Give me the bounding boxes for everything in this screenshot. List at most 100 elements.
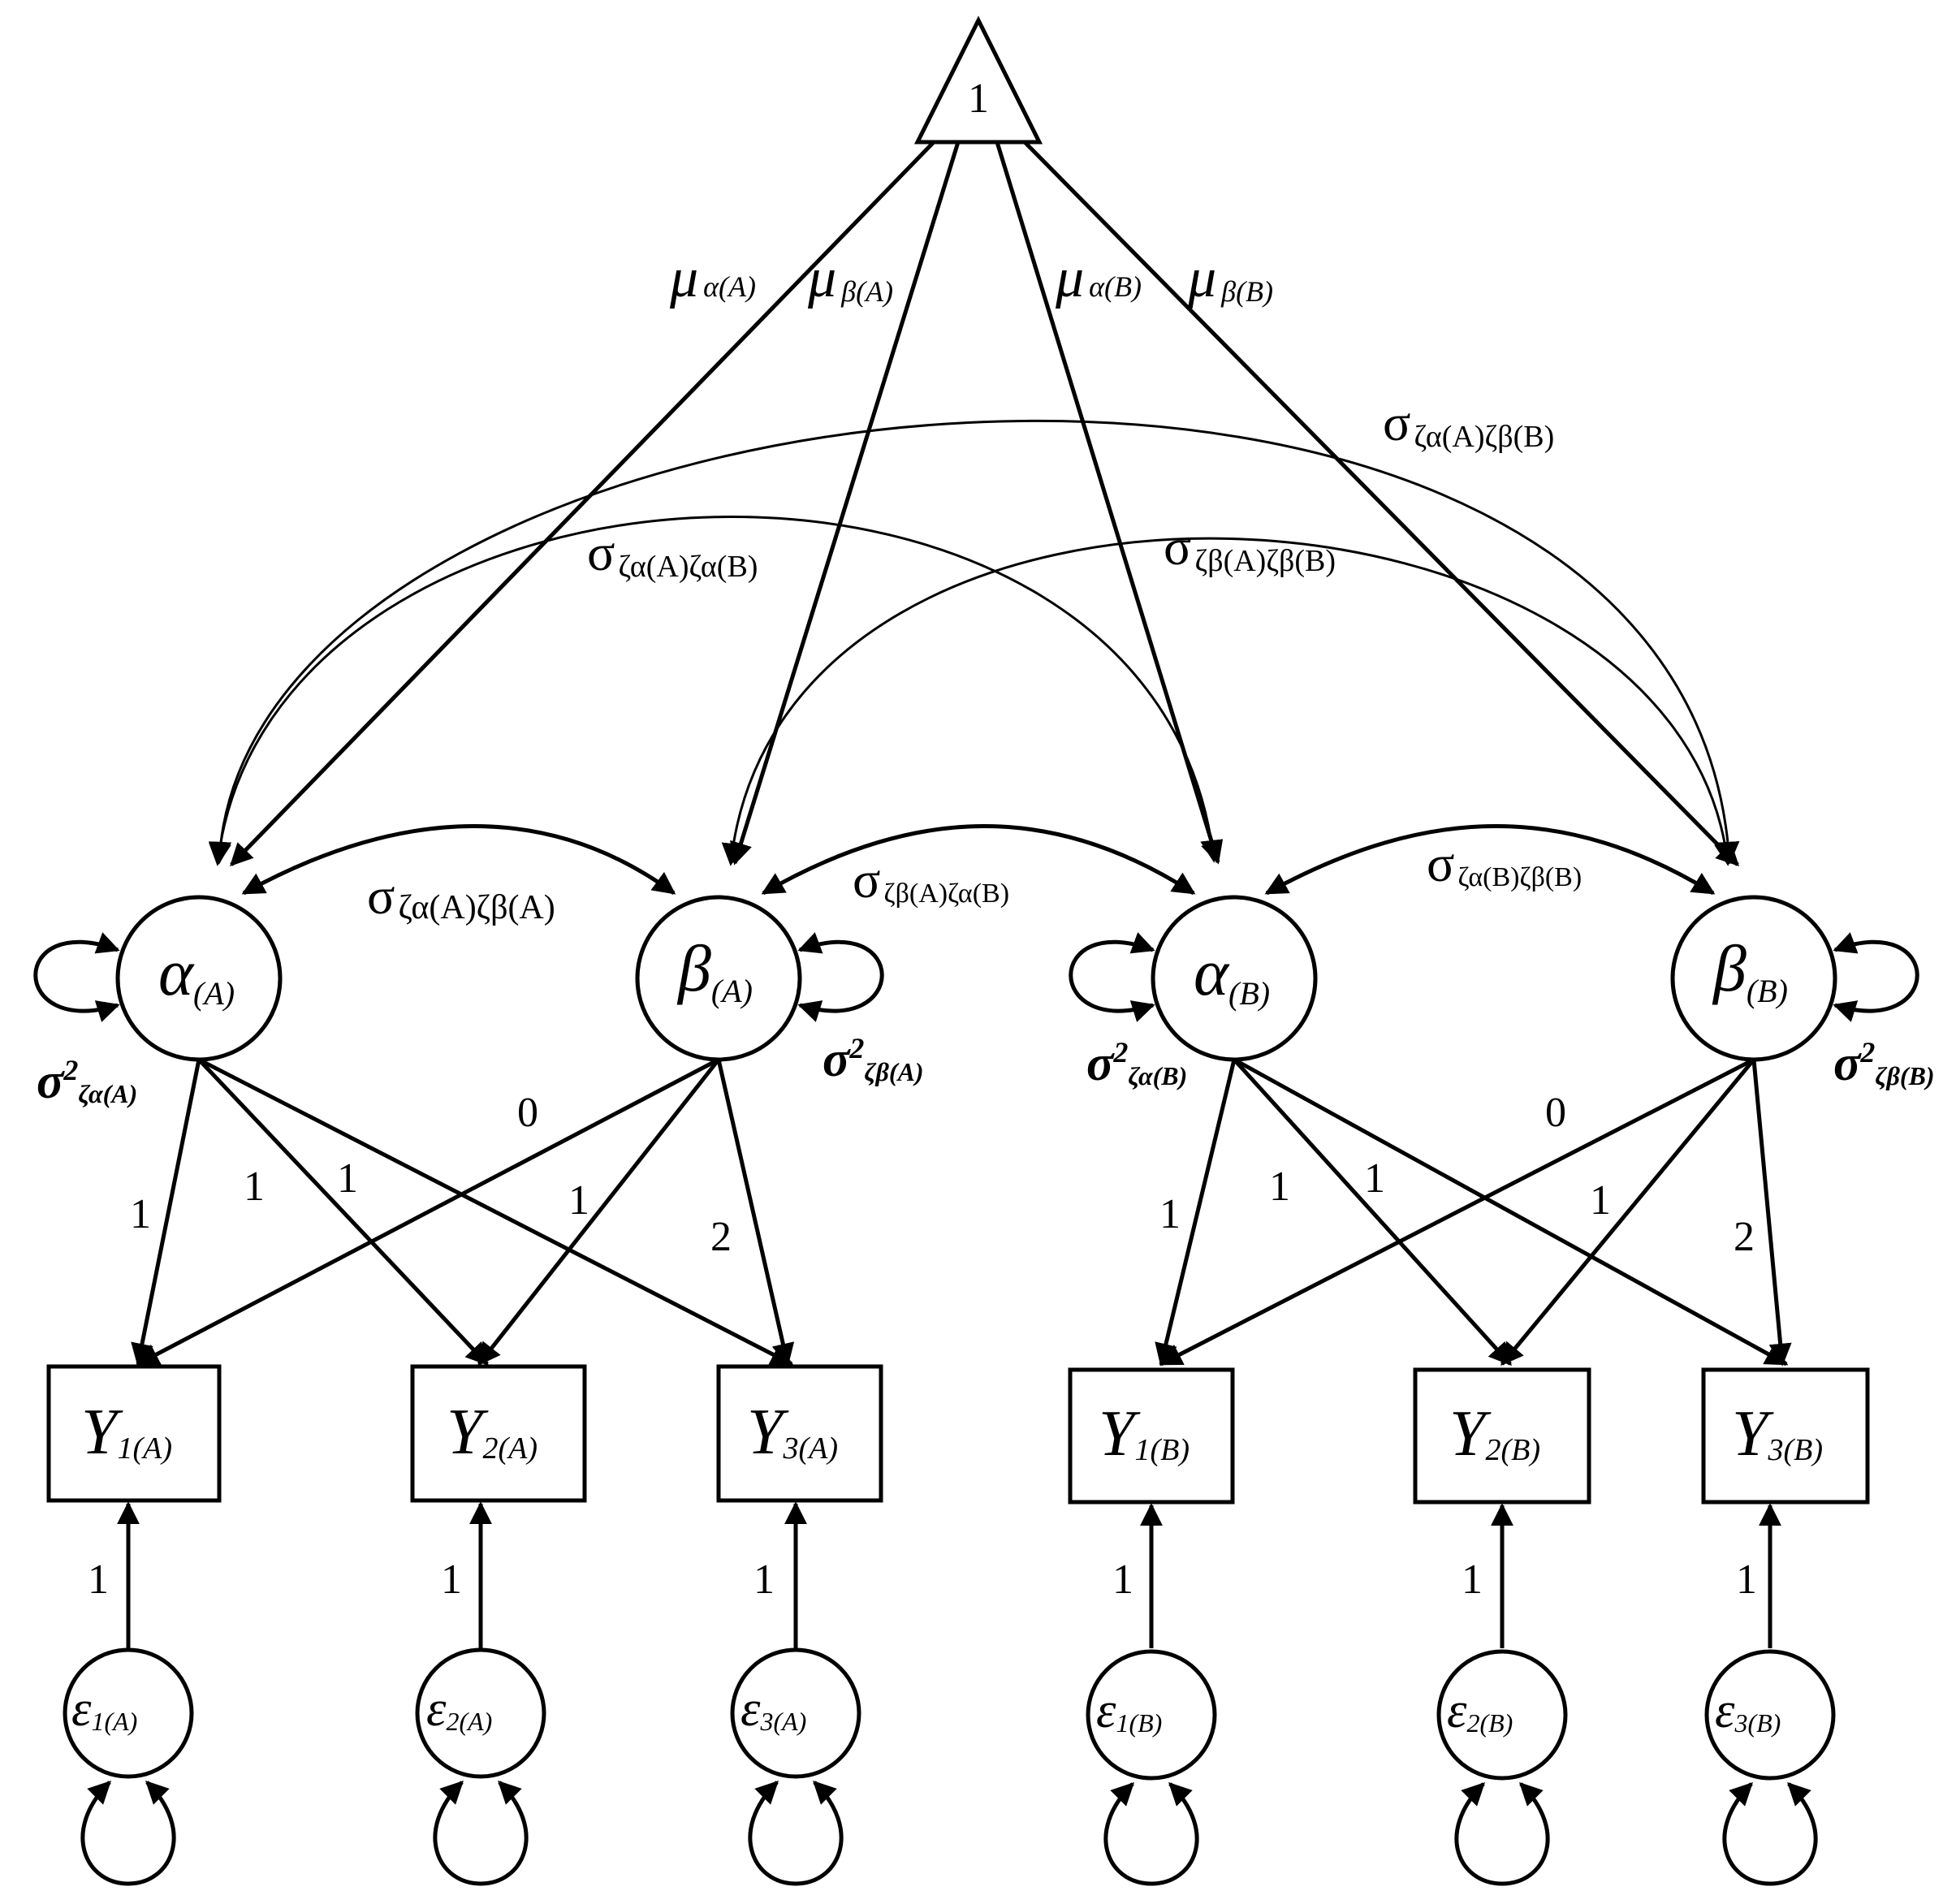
error-circle-e3b — [1704, 1649, 1836, 1781]
loading-beta-b-y1 — [1159, 1057, 1755, 1366]
observed-label-y3a: Y3(A) — [747, 1397, 838, 1468]
loading-paths-a — [131, 1057, 795, 1366]
error-circle-e3a — [730, 1647, 861, 1779]
error-label-e1b: ε1(B) — [1096, 1683, 1162, 1738]
error-loop-e2b — [1454, 1782, 1550, 1886]
covariance-label-alpha-a-beta-a: σζα(A)ζβ(A) — [367, 867, 555, 926]
latent-nodes — [115, 895, 1837, 1062]
observed-box-y2b — [1413, 1367, 1591, 1505]
error-label-e2b: ε2(B) — [1447, 1683, 1513, 1738]
variance-loop-beta-b — [1833, 932, 1919, 1022]
observed-box-y1b — [1068, 1367, 1235, 1505]
constant-label: 1 — [968, 76, 989, 122]
error-loop-e3b — [1722, 1782, 1818, 1886]
loading-beta-a-y3 — [716, 1059, 795, 1366]
error-label-e3b: ε3(B) — [1715, 1683, 1781, 1738]
variance-label-beta-b: σ2ζβ(B) — [1833, 1036, 1935, 1091]
error-labels: ε1(A) ε2(A) ε3(A) ε1(B) ε2(B) ε3(B) — [71, 1682, 1781, 1738]
mean-path-alpha-b — [995, 141, 1223, 865]
mean-path-beta-a — [730, 141, 961, 866]
loading-label-alpha-a-y3: 1 — [337, 1155, 358, 1202]
error-circle-e2a — [415, 1647, 546, 1779]
loading-beta-a-y1 — [136, 1057, 720, 1366]
error-label-e2a: ε2(A) — [426, 1682, 492, 1737]
error-variance-loops — [80, 1781, 1818, 1886]
error-loop-e1a — [80, 1781, 176, 1886]
covariance-arcs — [208, 419, 1740, 866]
covariance-arc-alpha-a-beta-b — [209, 419, 1740, 865]
mean-path-alpha-a — [230, 140, 935, 867]
observed-box-y1a — [46, 1364, 222, 1503]
covariance-arc-alpha-a-alpha-b — [208, 516, 1224, 866]
loading-label-alpha-a-y2: 1 — [244, 1164, 265, 1210]
latent-label-beta-b: β(B) — [1712, 931, 1788, 1009]
loading-labels-a: 1 1 1 0 1 2 — [130, 1090, 732, 1260]
loading-beta-a-y2 — [477, 1058, 720, 1366]
latent-label-alpha-b: α(B) — [1194, 935, 1270, 1012]
loading-label-alpha-b-y3: 1 — [1364, 1155, 1385, 1202]
adjacent-covariance-arcs — [241, 824, 1716, 896]
error-loop-e3a — [748, 1781, 844, 1886]
loading-label-beta-b-y3: 2 — [1734, 1214, 1755, 1260]
observed-label-y2b: Y2(B) — [1449, 1398, 1540, 1470]
error-circle-e2b — [1436, 1649, 1568, 1781]
error-loop-e2a — [433, 1781, 529, 1886]
loading-alpha-a-y1 — [131, 1059, 201, 1366]
error-label-e3a: ε3(A) — [741, 1682, 806, 1737]
covariance-arc-alpha-b-beta-b — [1264, 824, 1716, 896]
loading-alpha-b-y1 — [1155, 1059, 1237, 1366]
loading-label-alpha-a-y1: 1 — [130, 1191, 151, 1237]
error-label-e1a: ε1(A) — [71, 1682, 137, 1737]
covariance-arc-beta-a-alpha-b — [761, 824, 1196, 896]
variance-label-alpha-b: σ2ζα(B) — [1086, 1036, 1187, 1091]
constant-triangle — [913, 15, 1043, 145]
observed-labels: Y1(A) Y2(A) Y3(A) Y1(B) Y2(B) Y3(B) — [81, 1397, 1823, 1470]
error-weight-e1a: 1 — [88, 1556, 109, 1603]
variance-label-alpha-a: σ2ζα(A) — [37, 1054, 137, 1109]
observed-nodes — [46, 1364, 1870, 1505]
loading-alpha-a-y2 — [197, 1058, 489, 1366]
mean-path-beta-b — [1023, 140, 1739, 866]
loading-beta-b-y3 — [1751, 1059, 1792, 1366]
observed-box-y3b — [1701, 1367, 1870, 1505]
observed-box-y2a — [410, 1364, 587, 1503]
loading-label-beta-b-y2: 1 — [1590, 1177, 1611, 1224]
error-nodes — [63, 1647, 1836, 1781]
loading-label-beta-a-y2: 1 — [568, 1177, 589, 1224]
error-weight-e3b: 1 — [1736, 1556, 1757, 1603]
error-weight-e1b: 1 — [1112, 1556, 1133, 1603]
loading-label-beta-a-y3: 2 — [710, 1214, 732, 1260]
loading-alpha-b-y3 — [1233, 1057, 1789, 1366]
variance-loop-alpha-a — [33, 932, 120, 1022]
observed-label-y1a: Y1(A) — [81, 1397, 172, 1468]
mean-paths — [230, 140, 1739, 867]
observed-label-y2a: Y2(A) — [447, 1397, 538, 1468]
latent-label-alpha-a: α(A) — [158, 935, 235, 1012]
error-weight-e2a: 1 — [441, 1556, 462, 1603]
latent-label-beta-a: β(A) — [676, 931, 753, 1009]
loading-label-beta-a-y1: 0 — [517, 1090, 538, 1136]
loading-label-alpha-b-y2: 1 — [1269, 1164, 1290, 1210]
variance-loop-alpha-b — [1069, 932, 1155, 1022]
observed-box-y3a — [716, 1364, 883, 1503]
observed-label-y3b: Y3(B) — [1732, 1398, 1823, 1470]
error-circle-e1b — [1086, 1649, 1217, 1781]
error-weight-e2b: 1 — [1462, 1556, 1483, 1603]
latent-labels: α(A) β(A) α(B) β(B) — [158, 931, 1788, 1012]
loading-label-alpha-b-y1: 1 — [1159, 1191, 1181, 1237]
error-weight-e3a: 1 — [753, 1556, 775, 1603]
error-circle-e1a — [63, 1647, 194, 1779]
loading-alpha-a-y3 — [197, 1057, 794, 1366]
loading-alpha-b-y2 — [1233, 1058, 1512, 1366]
loading-beta-b-y2 — [1500, 1058, 1755, 1366]
